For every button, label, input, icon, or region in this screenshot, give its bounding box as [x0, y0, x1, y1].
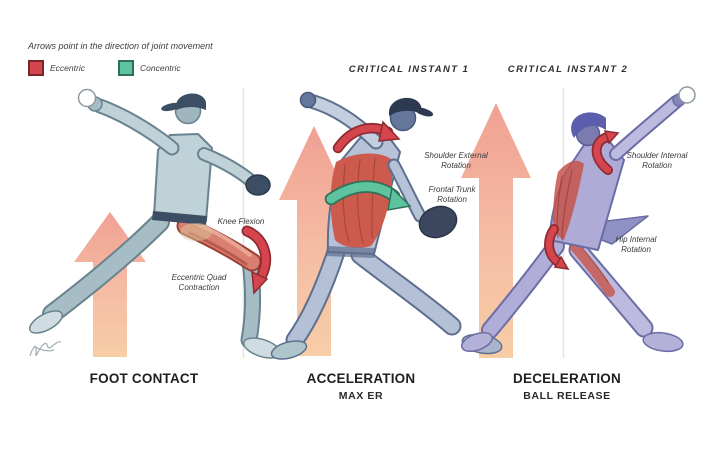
- lead-shoe-2: [270, 340, 308, 360]
- lead-shoe-1: [28, 310, 64, 334]
- cap-icon-2: [389, 97, 422, 116]
- waistband-2: [326, 246, 375, 258]
- annotation-eccentric-quad-contraction: Eccentric Quad Contraction: [171, 273, 227, 293]
- eccentric-rotation-arrow-hip: [544, 224, 570, 270]
- baseball-icon-2: [678, 86, 696, 104]
- eccentric-rotation-arrow-shoulder-3: [591, 130, 620, 175]
- annotation-shoulder-internal-rotation: Shoulder Internal Rotation: [626, 151, 688, 171]
- eccentric-rotation-arrow-knee: [241, 225, 271, 295]
- back-shoe-3: [460, 331, 494, 353]
- caption-acceleration: ACCELERATION: [306, 371, 416, 386]
- waistband-1: [152, 211, 207, 225]
- legend-label-concentric: Concentric: [140, 62, 181, 73]
- glove-icon-1: [245, 174, 271, 196]
- caption-foot-contact: FOOT CONTACT: [89, 371, 199, 386]
- lead-shoe-3: [642, 331, 684, 353]
- pitcher-figure-foot-contact: [28, 88, 282, 359]
- cap-icon-1: [175, 93, 206, 110]
- artist-signature: [29, 341, 62, 357]
- legend-note: Arrows point in the direction of joint m…: [28, 41, 213, 51]
- annotation-frontal-trunk-rotation: Frontal Trunk Rotation: [428, 185, 476, 205]
- upward-force-arrow-3: [461, 103, 531, 358]
- critical-instant-1-header: CRITICAL INSTANT 1: [348, 64, 470, 75]
- glove-icon-2: [418, 205, 458, 239]
- baseball-icon-1: [77, 88, 97, 108]
- eccentric-color-swatch: [28, 59, 44, 76]
- legend-item-concentric: Concentric: [118, 59, 181, 76]
- subcaption-ball-release: BALL RELEASE: [523, 390, 611, 402]
- legend-item-eccentric: Eccentric: [28, 59, 85, 76]
- critical-instant-2-header: CRITICAL INSTANT 2: [507, 64, 629, 75]
- pitcher-figure-acceleration: [270, 91, 503, 360]
- subcaption-max-er: MAX ER: [338, 390, 384, 402]
- upward-force-arrow-2: [279, 126, 349, 356]
- eccentric-rotation-arrow-shoulder-2: [332, 120, 401, 154]
- concentric-color-swatch: [118, 59, 134, 76]
- annotation-hip-internal-rotation: Hip Internal Rotation: [615, 235, 657, 255]
- cap-icon-3: [571, 112, 606, 138]
- annotation-knee-flexion: Knee Flexion: [217, 217, 265, 226]
- legend-label-eccentric: Eccentric: [50, 62, 85, 73]
- annotation-shoulder-external-rotation: Shoulder External Rotation: [424, 151, 488, 171]
- concentric-rotation-arrow-trunk: [324, 180, 412, 211]
- caption-deceleration: DECELERATION: [513, 371, 621, 386]
